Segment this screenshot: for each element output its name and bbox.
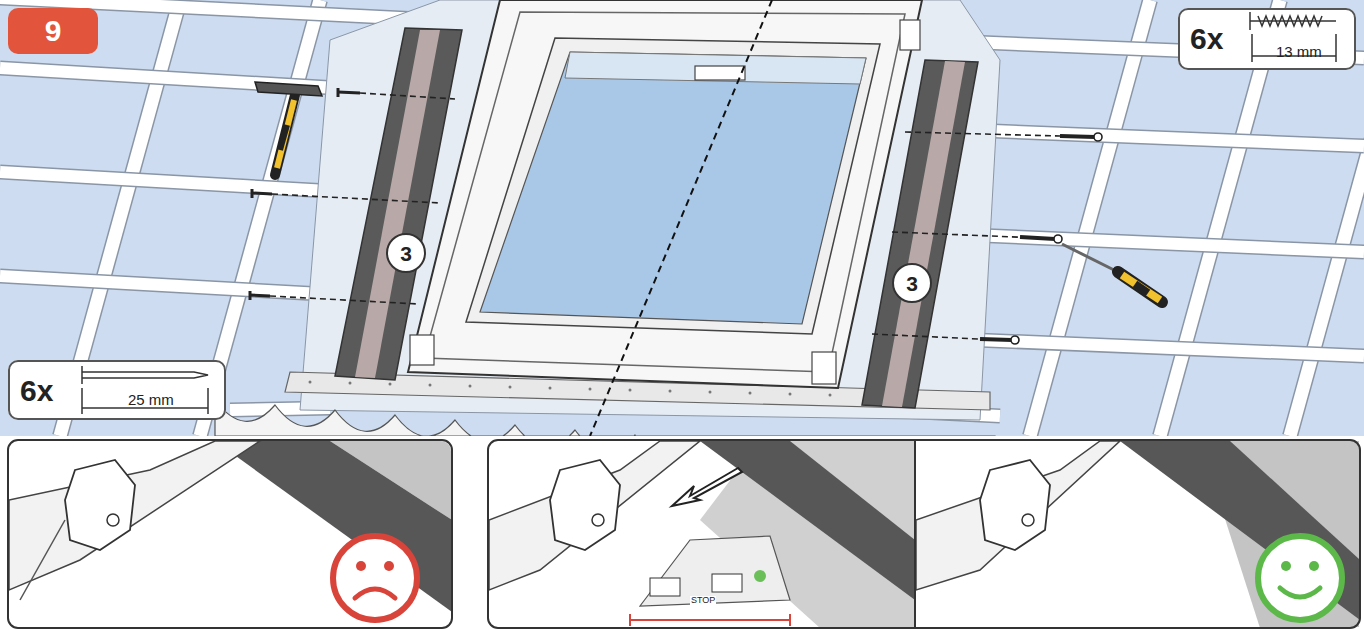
window-frame <box>408 0 922 388</box>
screwdriver-icon <box>1062 244 1162 302</box>
callout-circle: 3 <box>892 263 932 303</box>
callout-number: 3 <box>906 273 918 294</box>
roof-battens <box>0 0 1364 416</box>
sad-face <box>333 536 417 620</box>
callout-number: 3 <box>400 243 412 264</box>
correct-detail-panel <box>488 440 1360 628</box>
step-number-text: 9 <box>45 16 62 46</box>
roof-scene <box>0 0 1364 436</box>
dimension-label: 13 mm <box>1276 44 1322 59</box>
wrong-detail-panel <box>8 440 452 628</box>
window-glass <box>480 52 866 324</box>
hammer-icon <box>255 82 322 175</box>
step-number: 9 <box>8 8 98 54</box>
quantity-text: 6x <box>20 376 53 406</box>
dimension-label: 25 mm <box>128 392 174 407</box>
nail-positions <box>250 88 455 304</box>
centre-line <box>590 0 772 436</box>
screw-quantity-box: 6x 13 mm <box>1178 8 1356 70</box>
fitting-detail-panel <box>489 441 915 628</box>
happy-face <box>1258 536 1342 620</box>
screw-positions <box>872 132 1102 344</box>
nail-icon <box>82 366 208 414</box>
nail-quantity-box: 6x 25 mm <box>8 360 226 420</box>
quantity-text: 6x <box>1190 24 1223 54</box>
sticker-text: STOP <box>690 596 716 605</box>
callout-circle: 3 <box>386 233 426 273</box>
screw-icon <box>1250 12 1336 62</box>
counter-battens <box>60 0 1364 436</box>
